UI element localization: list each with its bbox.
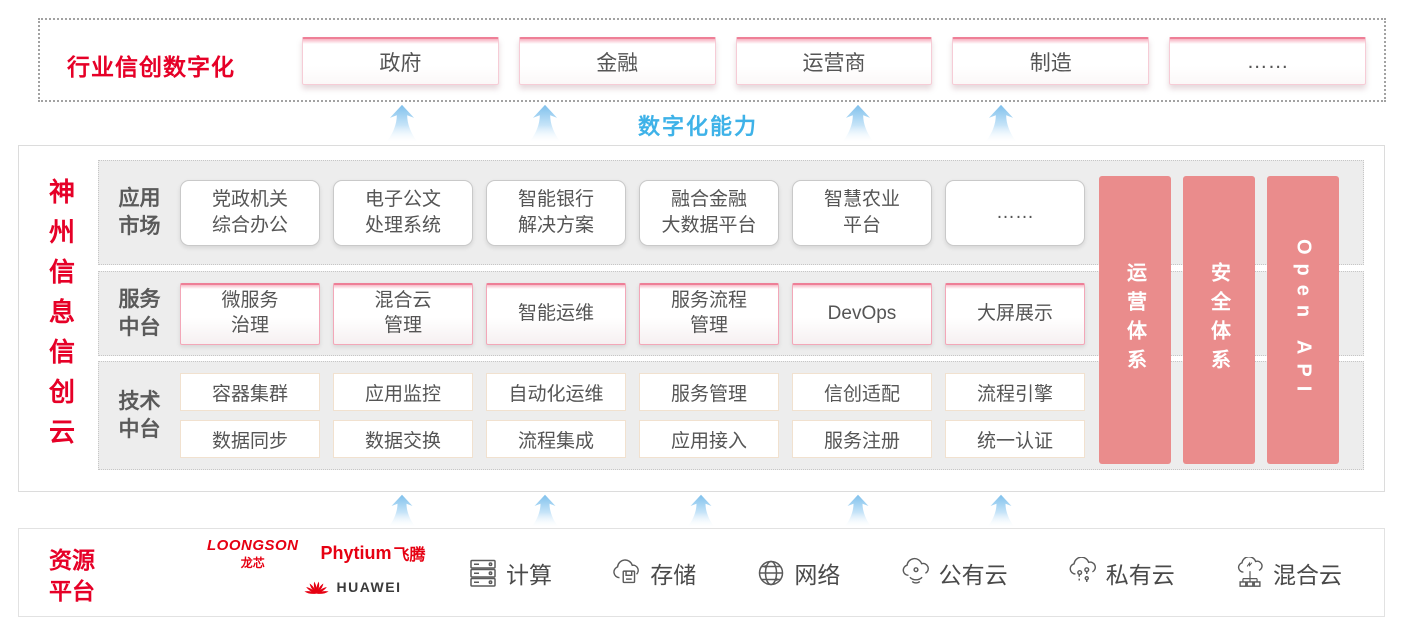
service-box-devops: DevOps <box>792 282 932 345</box>
app-market-row-label: 应用 市场 <box>118 186 161 238</box>
industry-box-finance: 金融 <box>518 37 716 85</box>
tech-box-process-integration: 流程集成 <box>486 420 626 458</box>
huawei-flower-icon <box>303 581 329 594</box>
tech-box-data-sync: 数据同步 <box>180 420 320 458</box>
resource-item-storage: 存储 <box>611 556 696 590</box>
up-arrow-icon <box>983 494 1019 527</box>
phytium-logo: Phytium 飞腾 <box>320 542 426 565</box>
resource-item-public-cloud: 公有云 <box>900 556 1008 590</box>
tech-box-unified-auth: 统一认证 <box>945 420 1085 458</box>
resource-platform-panel: 资源 平台 LOONGSON 龙芯 Phytium 飞腾 <box>18 528 1385 617</box>
service-box-big-screen: 大屏展示 <box>945 282 1085 345</box>
public-cloud-icon <box>902 557 929 584</box>
tech-box-app-monitoring: 应用监控 <box>333 373 473 411</box>
app-box-finance-bigdata: 融合金融 大数据平台 <box>639 179 779 246</box>
up-arrow-icon <box>840 494 876 527</box>
app-box-party-gov-office: 党政机关 综合办公 <box>180 179 320 246</box>
tech-box-process-engine: 流程引擎 <box>945 373 1085 411</box>
app-box-smart-agriculture: 智慧农业 平台 <box>792 179 932 246</box>
resource-platform-title: 资源 平台 <box>49 547 95 605</box>
app-box-smart-banking: 智能银行 解决方案 <box>486 179 626 246</box>
hybrid-cloud-icon <box>1237 556 1263 587</box>
private-cloud-icon <box>1069 556 1096 584</box>
service-box-hybrid-cloud-mgmt: 混合云 管理 <box>333 282 473 345</box>
up-arrow-icon <box>983 104 1019 142</box>
tech-platform-row-label: 技术 中台 <box>118 389 161 441</box>
up-arrow-icon <box>527 104 563 142</box>
up-arrow-icon <box>527 494 563 527</box>
industry-box-government: 政府 <box>302 37 499 85</box>
industry-box-more: …… <box>1169 37 1366 85</box>
service-box-microservice-governance: 微服务 治理 <box>180 282 320 345</box>
tech-box-automated-ops: 自动化运维 <box>486 373 626 411</box>
tech-box-xinchuang-adaptation: 信创适配 <box>792 373 932 411</box>
vendor-logos: LOONGSON 龙芯 Phytium 飞腾 <box>207 537 497 595</box>
industry-banner-title: 行业信创数字化 <box>67 54 235 80</box>
service-platform-row: 服务 中台 微服务 治理 混合云 管理 智能运维 服务流程 管理 DevOps … <box>98 271 1364 356</box>
service-platform-row-label: 服务 中台 <box>118 287 161 339</box>
industry-box-manufacturing: 制造 <box>952 37 1150 85</box>
app-box-e-document-system: 电子公文 处理系统 <box>333 179 473 246</box>
tech-box-container-cluster: 容器集群 <box>180 373 320 411</box>
platform-panel: 神州信息信创云 应用 市场 党政机关 综合办公 电子公文 处理系统 智能银行 解… <box>18 145 1385 492</box>
service-box-intelligent-ops: 智能运维 <box>486 282 626 345</box>
tech-platform-row: 技术 中台 容器集群 应用监控 自动化运维 服务管理 信创适配 流程引擎 数据同… <box>98 361 1364 470</box>
side-bar-security-system: 安全体系 <box>1183 176 1255 464</box>
resource-item-hybrid-cloud: 混合云 <box>1234 556 1342 590</box>
up-arrow-icon <box>384 104 420 142</box>
tech-box-service-mgmt: 服务管理 <box>639 373 779 411</box>
industry-banner: 行业信创数字化 政府 金融 运营商 制造 …… <box>38 18 1386 102</box>
capability-label: 数字化能力 <box>638 114 759 139</box>
storage-cloud-icon <box>613 558 640 583</box>
app-box-more: …… <box>945 179 1085 246</box>
up-arrow-icon <box>683 494 719 527</box>
resource-item-network: 网络 <box>755 556 840 590</box>
up-arrow-icon <box>384 494 420 527</box>
tech-box-service-registry: 服务注册 <box>792 420 932 458</box>
platform-vertical-title: 神州信息信创云 <box>48 177 75 447</box>
loongson-logo: LOONGSON 龙芯 <box>207 537 299 570</box>
resource-item-private-cloud: 私有云 <box>1067 556 1175 590</box>
huawei-logo: HUAWEI <box>207 579 497 595</box>
resource-item-compute: 计算 <box>467 556 552 590</box>
industry-box-operator: 运营商 <box>735 37 933 85</box>
service-box-service-process-mgmt: 服务流程 管理 <box>639 282 779 345</box>
side-bar-operation-system: 运营体系 <box>1099 176 1171 464</box>
tech-box-app-access: 应用接入 <box>639 420 779 458</box>
network-globe-icon <box>759 560 784 585</box>
side-bar-open-api: Open API <box>1267 176 1339 464</box>
resource-items: 计算 存储 网络 <box>467 529 1342 616</box>
server-icon <box>470 559 496 587</box>
tech-box-data-exchange: 数据交换 <box>333 420 473 458</box>
industry-box-strip: 政府 金融 运营商 制造 …… <box>302 37 1366 85</box>
up-arrow-icon <box>840 104 876 142</box>
app-market-row: 应用 市场 党政机关 综合办公 电子公文 处理系统 智能银行 解决方案 融合金融… <box>98 160 1364 265</box>
